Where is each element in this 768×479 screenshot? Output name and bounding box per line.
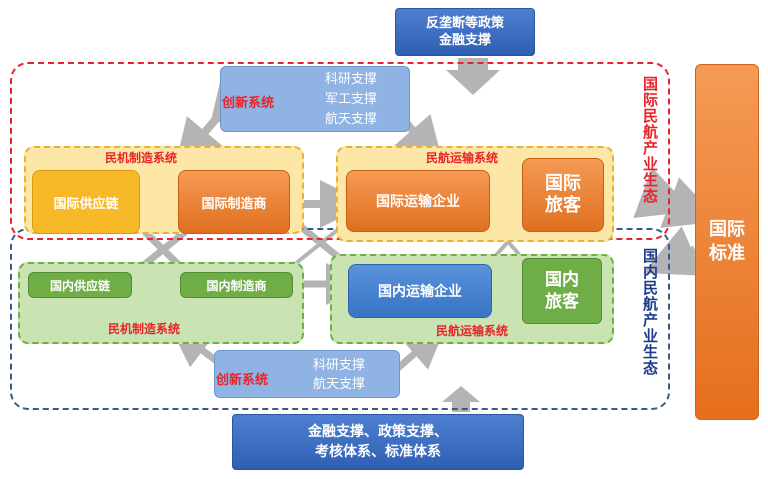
intl-eco-standard-arrow <box>633 167 721 228</box>
dom-manufacturing-label: 民机制造系统 <box>108 322 181 336</box>
innov-to-mfg-arrow <box>174 74 259 169</box>
innovation-top-item: 航天支撑 <box>324 112 377 127</box>
innovation-top-item: 军工支撑 <box>324 92 377 107</box>
support-line1: 金融支撑、政策支撑、 <box>308 424 448 440</box>
policy-down-arrow <box>446 58 500 95</box>
innovation-bottom-label: 创新系统 <box>216 373 269 388</box>
innovation-bottom-item: 科研支撑 <box>312 358 365 373</box>
bottom-innov-to-transport-arrow <box>395 326 446 371</box>
dom-transport-enterprise: 国内运输企业 <box>348 264 492 318</box>
support-box: 金融支撑、政策支撑、 考核体系、标准体系 <box>232 414 524 470</box>
innovation-top-box: 科研支撑 军工支撑 航天支撑 <box>220 66 410 132</box>
innovation-top-item: 科研支撑 <box>324 72 377 87</box>
intl-manufacturer: 国际制造商 <box>178 170 290 234</box>
policy-line2: 金融支撑 <box>438 33 491 48</box>
intl-transport-enterprise: 国际运输企业 <box>346 170 490 232</box>
domestic-ecosystem-label: 国内民航产业生态 <box>641 248 659 376</box>
intl-transport-label: 民航运输系统 <box>426 151 499 165</box>
dom-manufacturer: 国内制造商 <box>180 272 293 298</box>
support-up-arrow <box>442 386 480 412</box>
intl-passenger-label: 国际旅客 <box>545 173 581 216</box>
dom-supply-chain: 国内供应链 <box>28 272 132 298</box>
innovation-bottom-item: 航天支撑 <box>312 377 365 392</box>
dom-passenger-label: 国内旅客 <box>545 270 579 312</box>
intl-ecosystem-label: 国际民航产业生态 <box>641 76 659 204</box>
dom-transport-label: 民航运输系统 <box>436 324 509 338</box>
policy-line1: 反垄断等政策 <box>425 16 504 31</box>
intl-passenger: 国际旅客 <box>522 158 604 232</box>
intl-supply-chain: 国际供应链 <box>32 170 140 234</box>
dom-eco-standard-arrow <box>643 226 704 276</box>
international-standard-label: 国际标准 <box>709 219 745 264</box>
policy-box: 反垄断等政策 金融支撑 <box>395 8 535 56</box>
international-standard: 国际标准 <box>695 64 759 420</box>
dom-passenger: 国内旅客 <box>522 258 602 324</box>
innovation-top-items: 科研支撑 军工支撑 航天支撑 <box>301 69 401 131</box>
intl-manufacturing-label: 民机制造系统 <box>105 151 178 165</box>
innovation-bottom-items: 科研支撑 航天支撑 <box>289 352 389 398</box>
support-line2: 考核体系、标准体系 <box>315 444 441 460</box>
innovation-bottom-box: 科研支撑 航天支撑 <box>214 350 400 398</box>
innovation-top-label: 创新系统 <box>222 96 275 111</box>
